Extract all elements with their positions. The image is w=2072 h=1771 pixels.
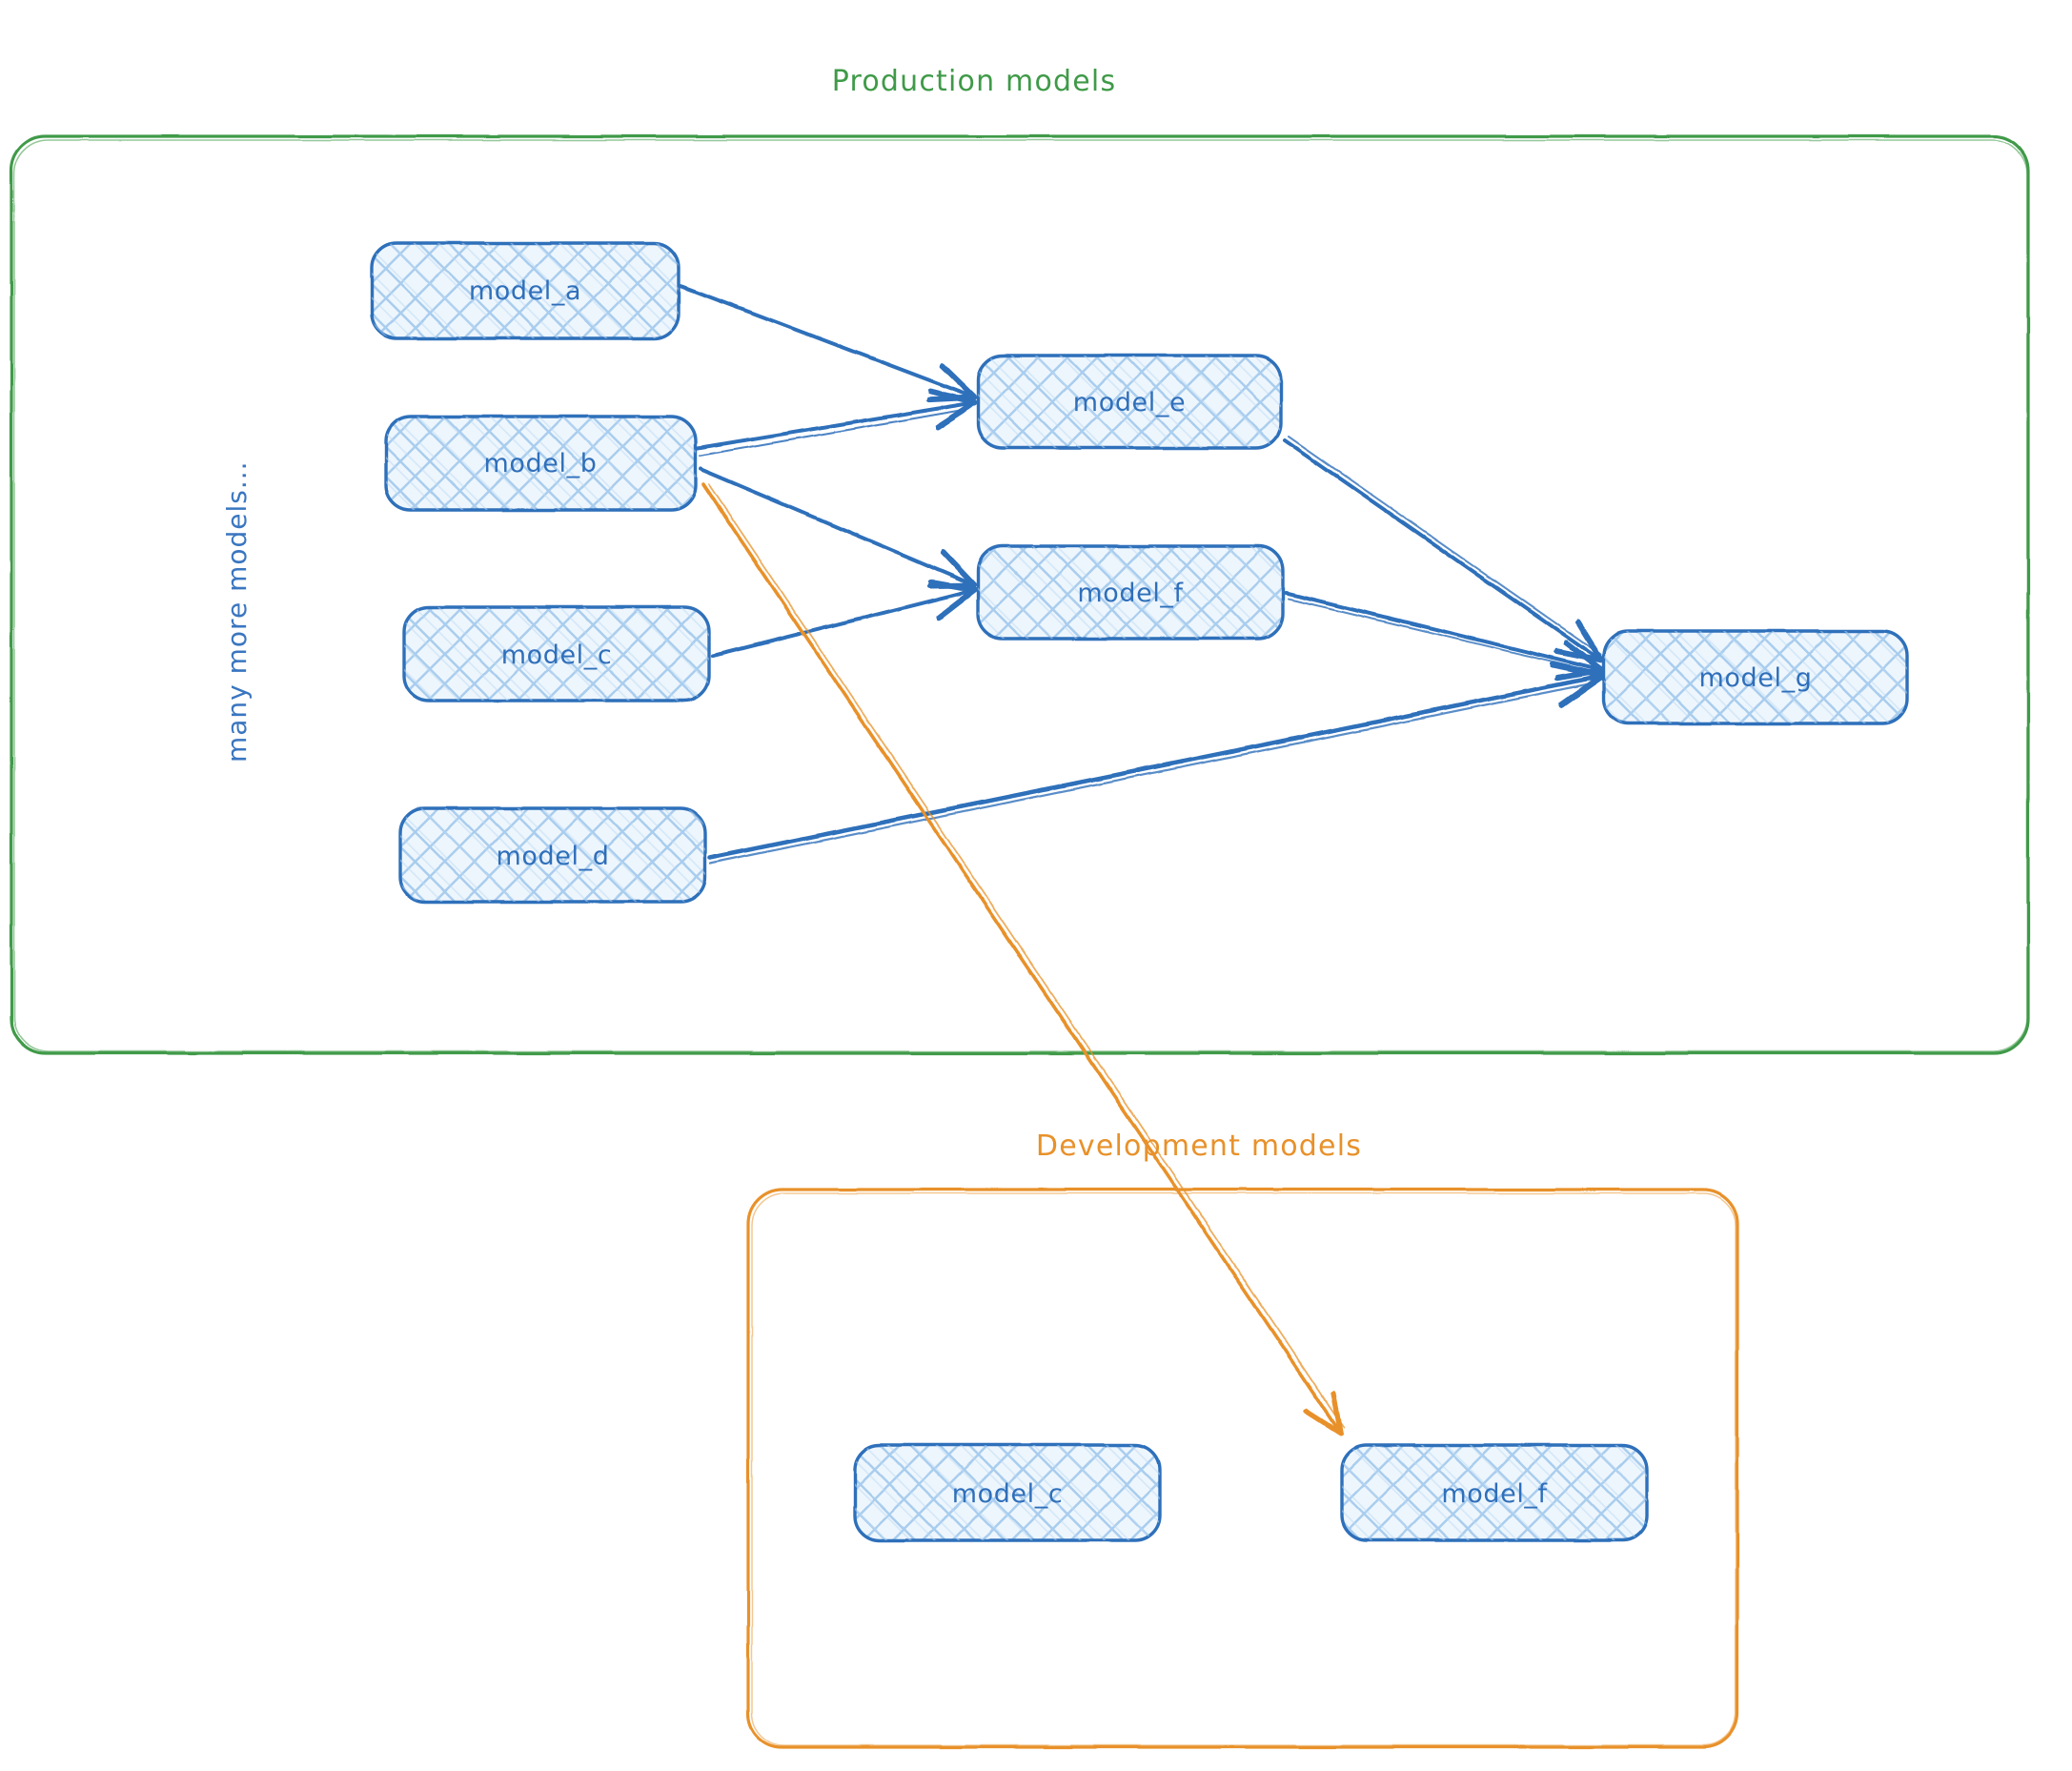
node-box-overlay: [400, 808, 705, 902]
node-label-prod-model_g: model_g: [1699, 663, 1813, 693]
node-dev-model_f[interactable]: model_f: [1340, 1443, 1649, 1542]
node-prod-model_c[interactable]: model_c: [402, 605, 711, 702]
node-prod-model_a[interactable]: model_a: [370, 241, 681, 340]
edge-model_d-to-model_g: [706, 677, 1597, 865]
node-prod-model_b[interactable]: model_b: [384, 415, 698, 512]
node-label-dev-model_c: model_c: [952, 1479, 1064, 1509]
edge-model_a-to-model_e: [679, 284, 970, 396]
development-group-border-shadow: [751, 1192, 1737, 1746]
node-label-prod-model_a: model_a: [469, 276, 581, 306]
many-more-models-note: many more models...: [221, 460, 253, 763]
group-development: [746, 1188, 1739, 1749]
node-prod-model_d[interactable]: model_d: [398, 806, 707, 904]
node-prod-model_f[interactable]: model_f: [976, 544, 1285, 641]
edge-model_b-to-model_f: [698, 467, 970, 583]
node-label-prod-model_d: model_d: [497, 842, 610, 871]
node-box-overlay: [855, 1445, 1160, 1540]
node-dev-model_c[interactable]: model_c: [853, 1443, 1162, 1542]
node-label-prod-model_c: model_c: [501, 641, 613, 670]
production-group-border: [10, 134, 2030, 1055]
node-prod-model_g[interactable]: model_g: [1602, 629, 1909, 725]
edges-production: [679, 284, 1601, 865]
node-box-overlay: [978, 356, 1281, 448]
node-label-prod-model_b: model_b: [484, 449, 598, 478]
node-label-prod-model_f: model_f: [1077, 579, 1184, 608]
development-group-title: Development models: [1036, 1130, 1362, 1163]
production-group-title: Production models: [832, 65, 1117, 98]
group-production: [10, 134, 2030, 1055]
node-box-overlay: [1342, 1445, 1647, 1540]
edge-model_c-to-model_f: [711, 591, 970, 658]
node-box-overlay: [404, 607, 709, 701]
edge-model_e-to-model_g: [1283, 436, 1601, 658]
development-group-border: [746, 1188, 1739, 1749]
node-label-dev-model_f: model_f: [1441, 1479, 1548, 1509]
node-box-overlay: [386, 417, 696, 510]
node-box-overlay: [978, 546, 1283, 639]
edge-model_b-to-model_e: [696, 403, 970, 458]
production-group-border-shadow: [13, 139, 2028, 1052]
node-box-overlay: [1604, 631, 1907, 723]
node-label-prod-model_e: model_e: [1073, 388, 1186, 417]
node-prod-model_e[interactable]: model_e: [976, 354, 1283, 450]
edge-model_f-to-model_g: [1285, 591, 1599, 673]
node-box-overlay: [372, 243, 679, 338]
edges-cross-group: [701, 482, 1345, 1430]
edge-prod-model_b-to-dev-model_f: [701, 482, 1345, 1430]
